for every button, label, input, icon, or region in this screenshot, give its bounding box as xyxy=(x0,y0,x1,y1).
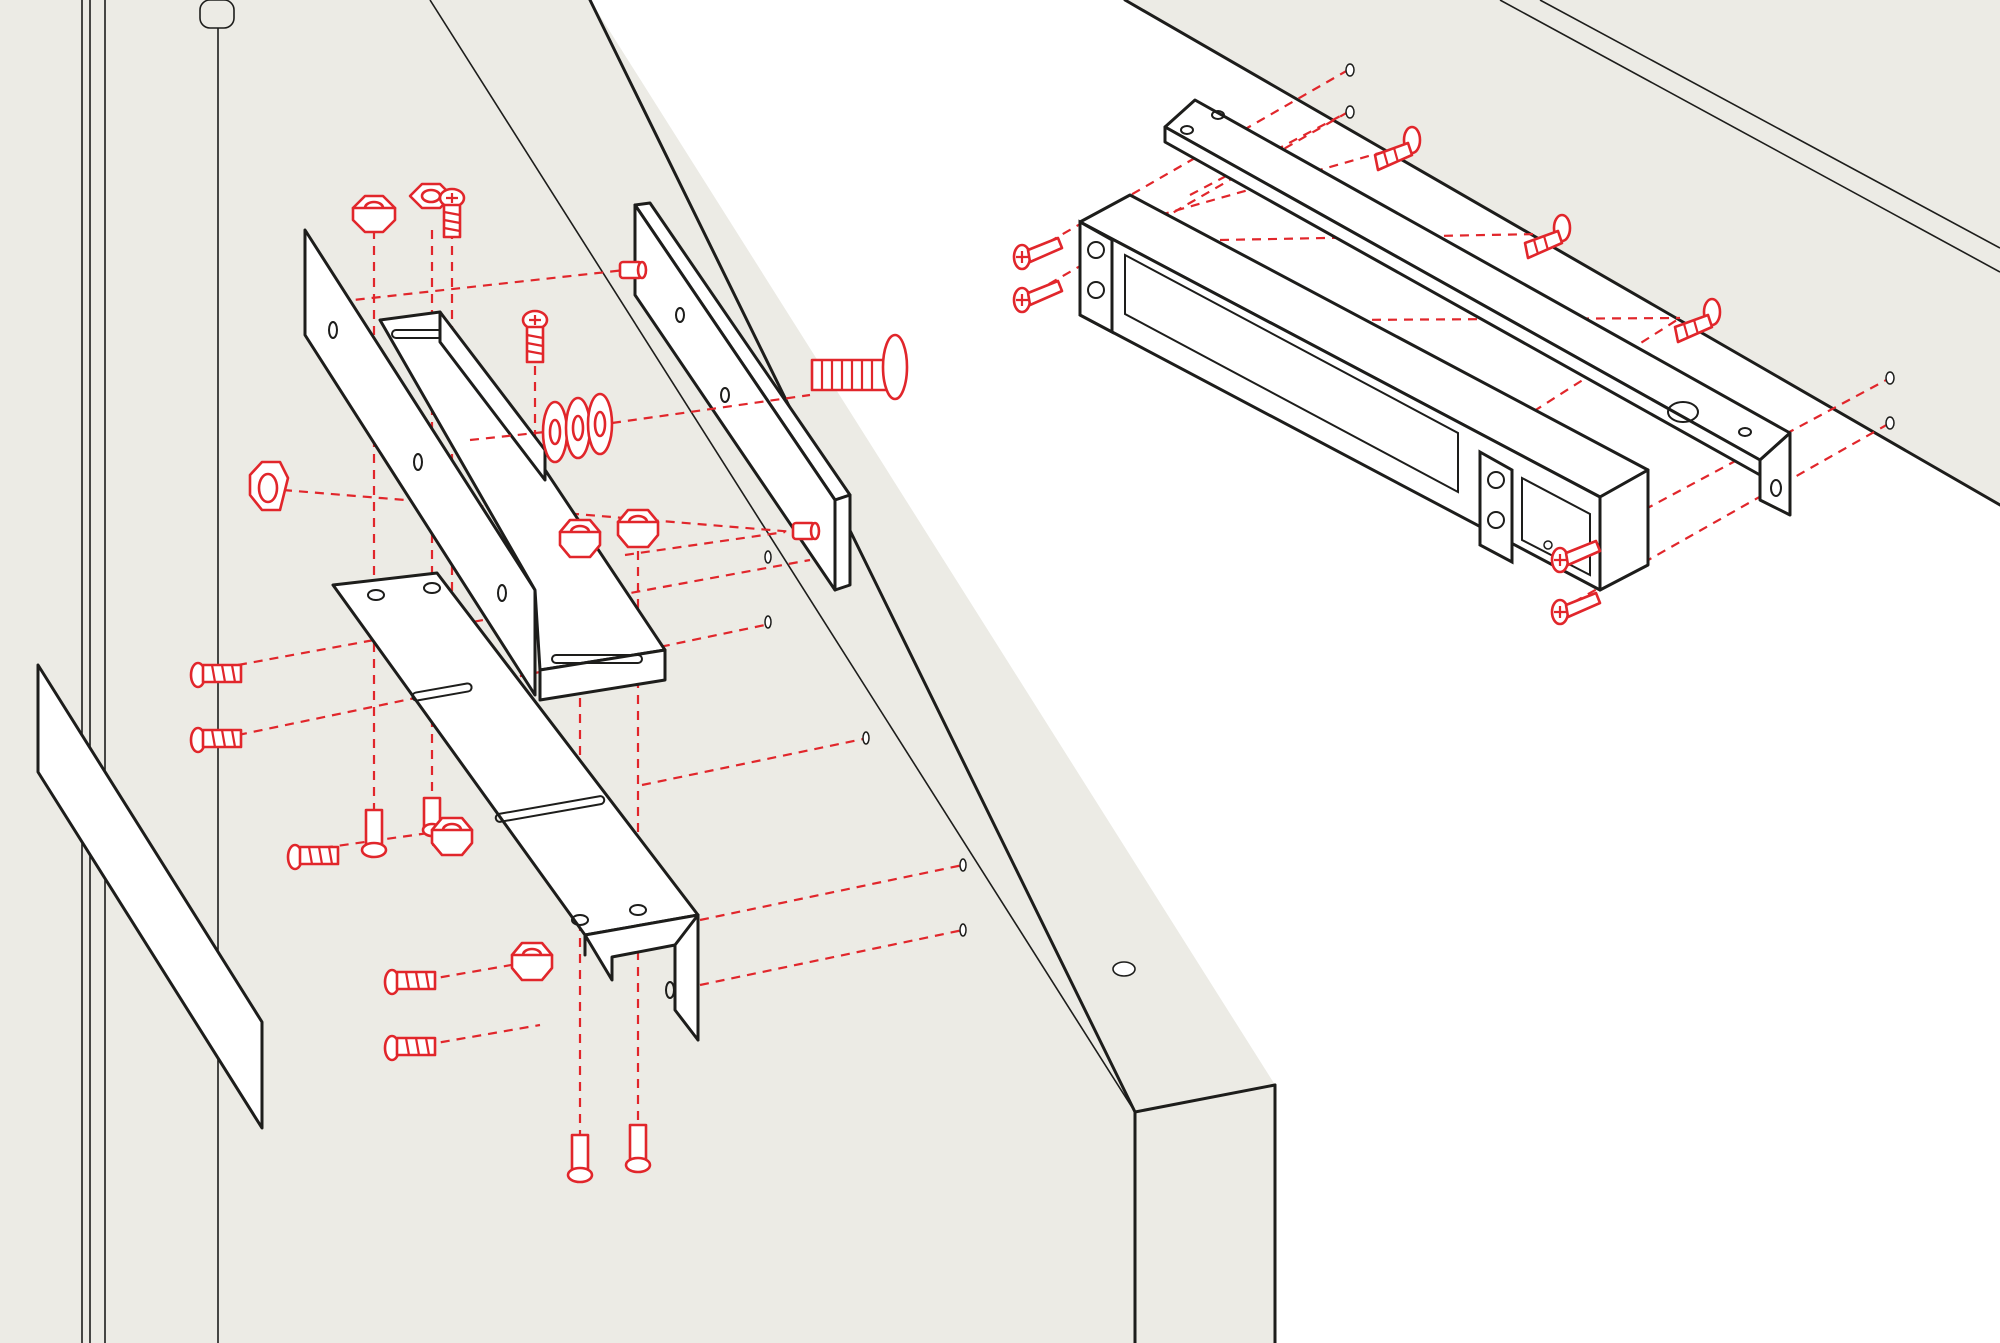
hex-nut-mid-2 xyxy=(616,508,660,549)
armature-screw-1 xyxy=(1373,125,1422,172)
side-screw-4 xyxy=(383,968,437,996)
door-edge-plate xyxy=(36,663,264,1130)
l-bracket-slot-2 xyxy=(494,795,606,823)
hex-nut-side xyxy=(248,460,290,512)
side-screw-5 xyxy=(383,1034,437,1062)
header-drill-mark-4 xyxy=(1885,416,1895,430)
vertical-screw-3 xyxy=(566,1133,594,1184)
phillips-screw-top-1 xyxy=(438,187,466,239)
left-assembly-hardware xyxy=(189,182,967,1184)
flat-plate-side xyxy=(833,493,852,592)
z-bracket-back-plate xyxy=(438,310,547,482)
header-drill-mark-2 xyxy=(1345,105,1355,119)
maglock-screw-3 xyxy=(1550,539,1602,574)
z-bracket-upper-plate xyxy=(303,228,537,697)
maglock-screw-1 xyxy=(1012,236,1064,271)
drill-mark-1 xyxy=(764,550,772,564)
maglock-end-cap-left xyxy=(1078,219,1114,335)
hex-nut-top-1 xyxy=(351,194,397,234)
spacer-pin-1 xyxy=(618,260,648,280)
armature-screw-3 xyxy=(1673,297,1722,344)
l-bracket-slot-1 xyxy=(411,682,473,702)
door-header-face xyxy=(1125,0,2000,330)
vertical-screw-4 xyxy=(624,1123,652,1174)
open-space-area xyxy=(590,0,2000,1343)
armature-center-hole xyxy=(1667,401,1699,423)
maglock-side xyxy=(1598,468,1650,592)
spacer-pin-2 xyxy=(791,521,821,541)
maglock-screw-4 xyxy=(1550,591,1602,626)
maglock-core-slot xyxy=(1124,253,1459,494)
z-bracket-hole-2 xyxy=(413,453,423,471)
armature-hole-3 xyxy=(1738,427,1752,437)
maglock-end-cap-right xyxy=(1478,449,1514,565)
large-bolt xyxy=(810,333,909,401)
l-bracket-upright xyxy=(673,913,700,1042)
z-bracket-hole-1 xyxy=(328,321,338,339)
side-screw-3 xyxy=(286,843,340,871)
armature-screw-2 xyxy=(1523,213,1572,260)
armature-hole-1 xyxy=(1180,125,1194,135)
right-assembly-parts xyxy=(1012,63,1895,626)
armature-plate-flange xyxy=(1758,431,1792,517)
header-drill-mark-1 xyxy=(1345,63,1355,77)
frame-bolt-head xyxy=(199,0,235,29)
washer-stack xyxy=(541,392,614,464)
left-assembly-brackets xyxy=(303,201,852,1042)
hex-nut-bottom xyxy=(510,941,554,982)
drill-mark-4 xyxy=(959,858,967,872)
header-drill-mark-3 xyxy=(1885,371,1895,385)
flat-plate-hole-2 xyxy=(720,387,730,403)
door-panel-front-face xyxy=(1135,1085,1275,1343)
drill-mark-3 xyxy=(862,731,870,745)
vertical-screw-1 xyxy=(360,808,388,859)
side-screw-2 xyxy=(189,726,243,754)
armature-hole-2 xyxy=(1211,110,1225,120)
l-bracket-upright-hole xyxy=(665,981,675,999)
hex-nut-mid-1 xyxy=(558,518,602,559)
drill-mark-5 xyxy=(959,923,967,937)
flat-plate-hole-1 xyxy=(675,307,685,323)
phillips-screw-top-2 xyxy=(521,309,549,364)
l-bracket-hole-3 xyxy=(571,914,589,926)
z-bracket-hole-3 xyxy=(497,584,507,602)
l-bracket-hole-4 xyxy=(629,904,647,916)
drill-mark-2 xyxy=(764,615,772,629)
l-bracket-hole-2 xyxy=(423,582,441,594)
side-screw-1 xyxy=(189,661,243,689)
door-hole xyxy=(1112,961,1136,977)
armature-flange-hole xyxy=(1770,479,1782,497)
maglock-led xyxy=(1543,540,1553,550)
z-bracket-slot-2 xyxy=(551,654,643,664)
maglock-screw-2 xyxy=(1012,279,1064,314)
maglock-cap-screws xyxy=(1087,241,1505,529)
hex-nut-lower xyxy=(430,816,474,857)
l-bracket-hole-1 xyxy=(367,589,385,601)
